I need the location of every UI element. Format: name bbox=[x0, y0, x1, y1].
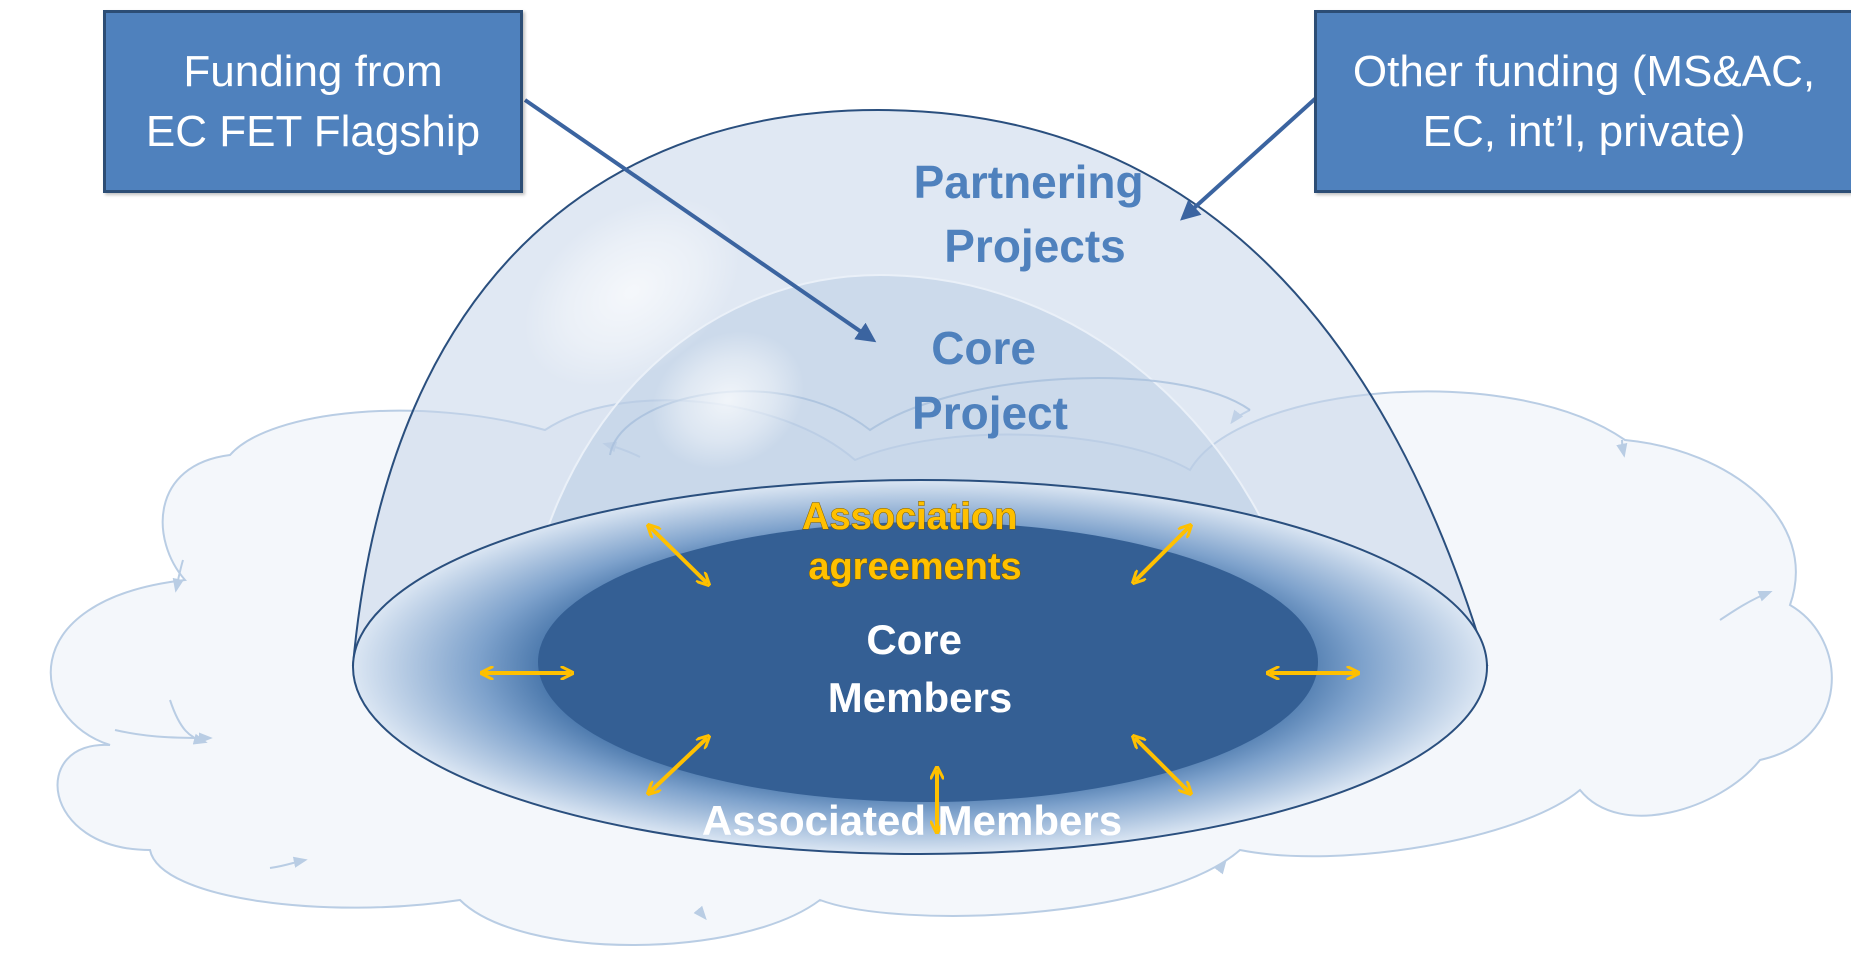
funding-other-box: Other funding (MS&AC, EC, int’l, private… bbox=[1314, 10, 1851, 193]
funding-other-line1: Other funding (MS&AC, bbox=[1352, 46, 1816, 96]
association-agreements-label: Association agreements bbox=[802, 496, 1028, 588]
association-arrow-top-right bbox=[1135, 527, 1189, 581]
dome-highlight-large bbox=[523, 196, 741, 388]
association-arrow-top-left bbox=[650, 527, 707, 583]
flagship-funding-arrow bbox=[523, 98, 877, 343]
partnering-projects-label: Partnering Projects bbox=[914, 156, 1157, 272]
funding-flagship-box: Funding from EC FET Flagship bbox=[103, 10, 523, 193]
core-members-disc bbox=[538, 522, 1318, 802]
other-funding-arrow bbox=[1180, 96, 1318, 221]
association-arrow-bottom-left bbox=[650, 738, 707, 792]
funding-other-line2: EC, int’l, private) bbox=[1422, 106, 1746, 156]
associated-members-label: Associated Members bbox=[702, 797, 1122, 844]
dome-highlight-small bbox=[651, 330, 805, 470]
association-arrow-bottom-right bbox=[1135, 738, 1189, 792]
association-arrows bbox=[484, 527, 1356, 830]
funding-flagship-line2: EC FET Flagship bbox=[145, 106, 481, 156]
funding-flagship-line1: Funding from bbox=[183, 46, 443, 96]
core-project-label: Core Project bbox=[912, 322, 1068, 439]
core-members-label: Core Members bbox=[828, 616, 1012, 721]
